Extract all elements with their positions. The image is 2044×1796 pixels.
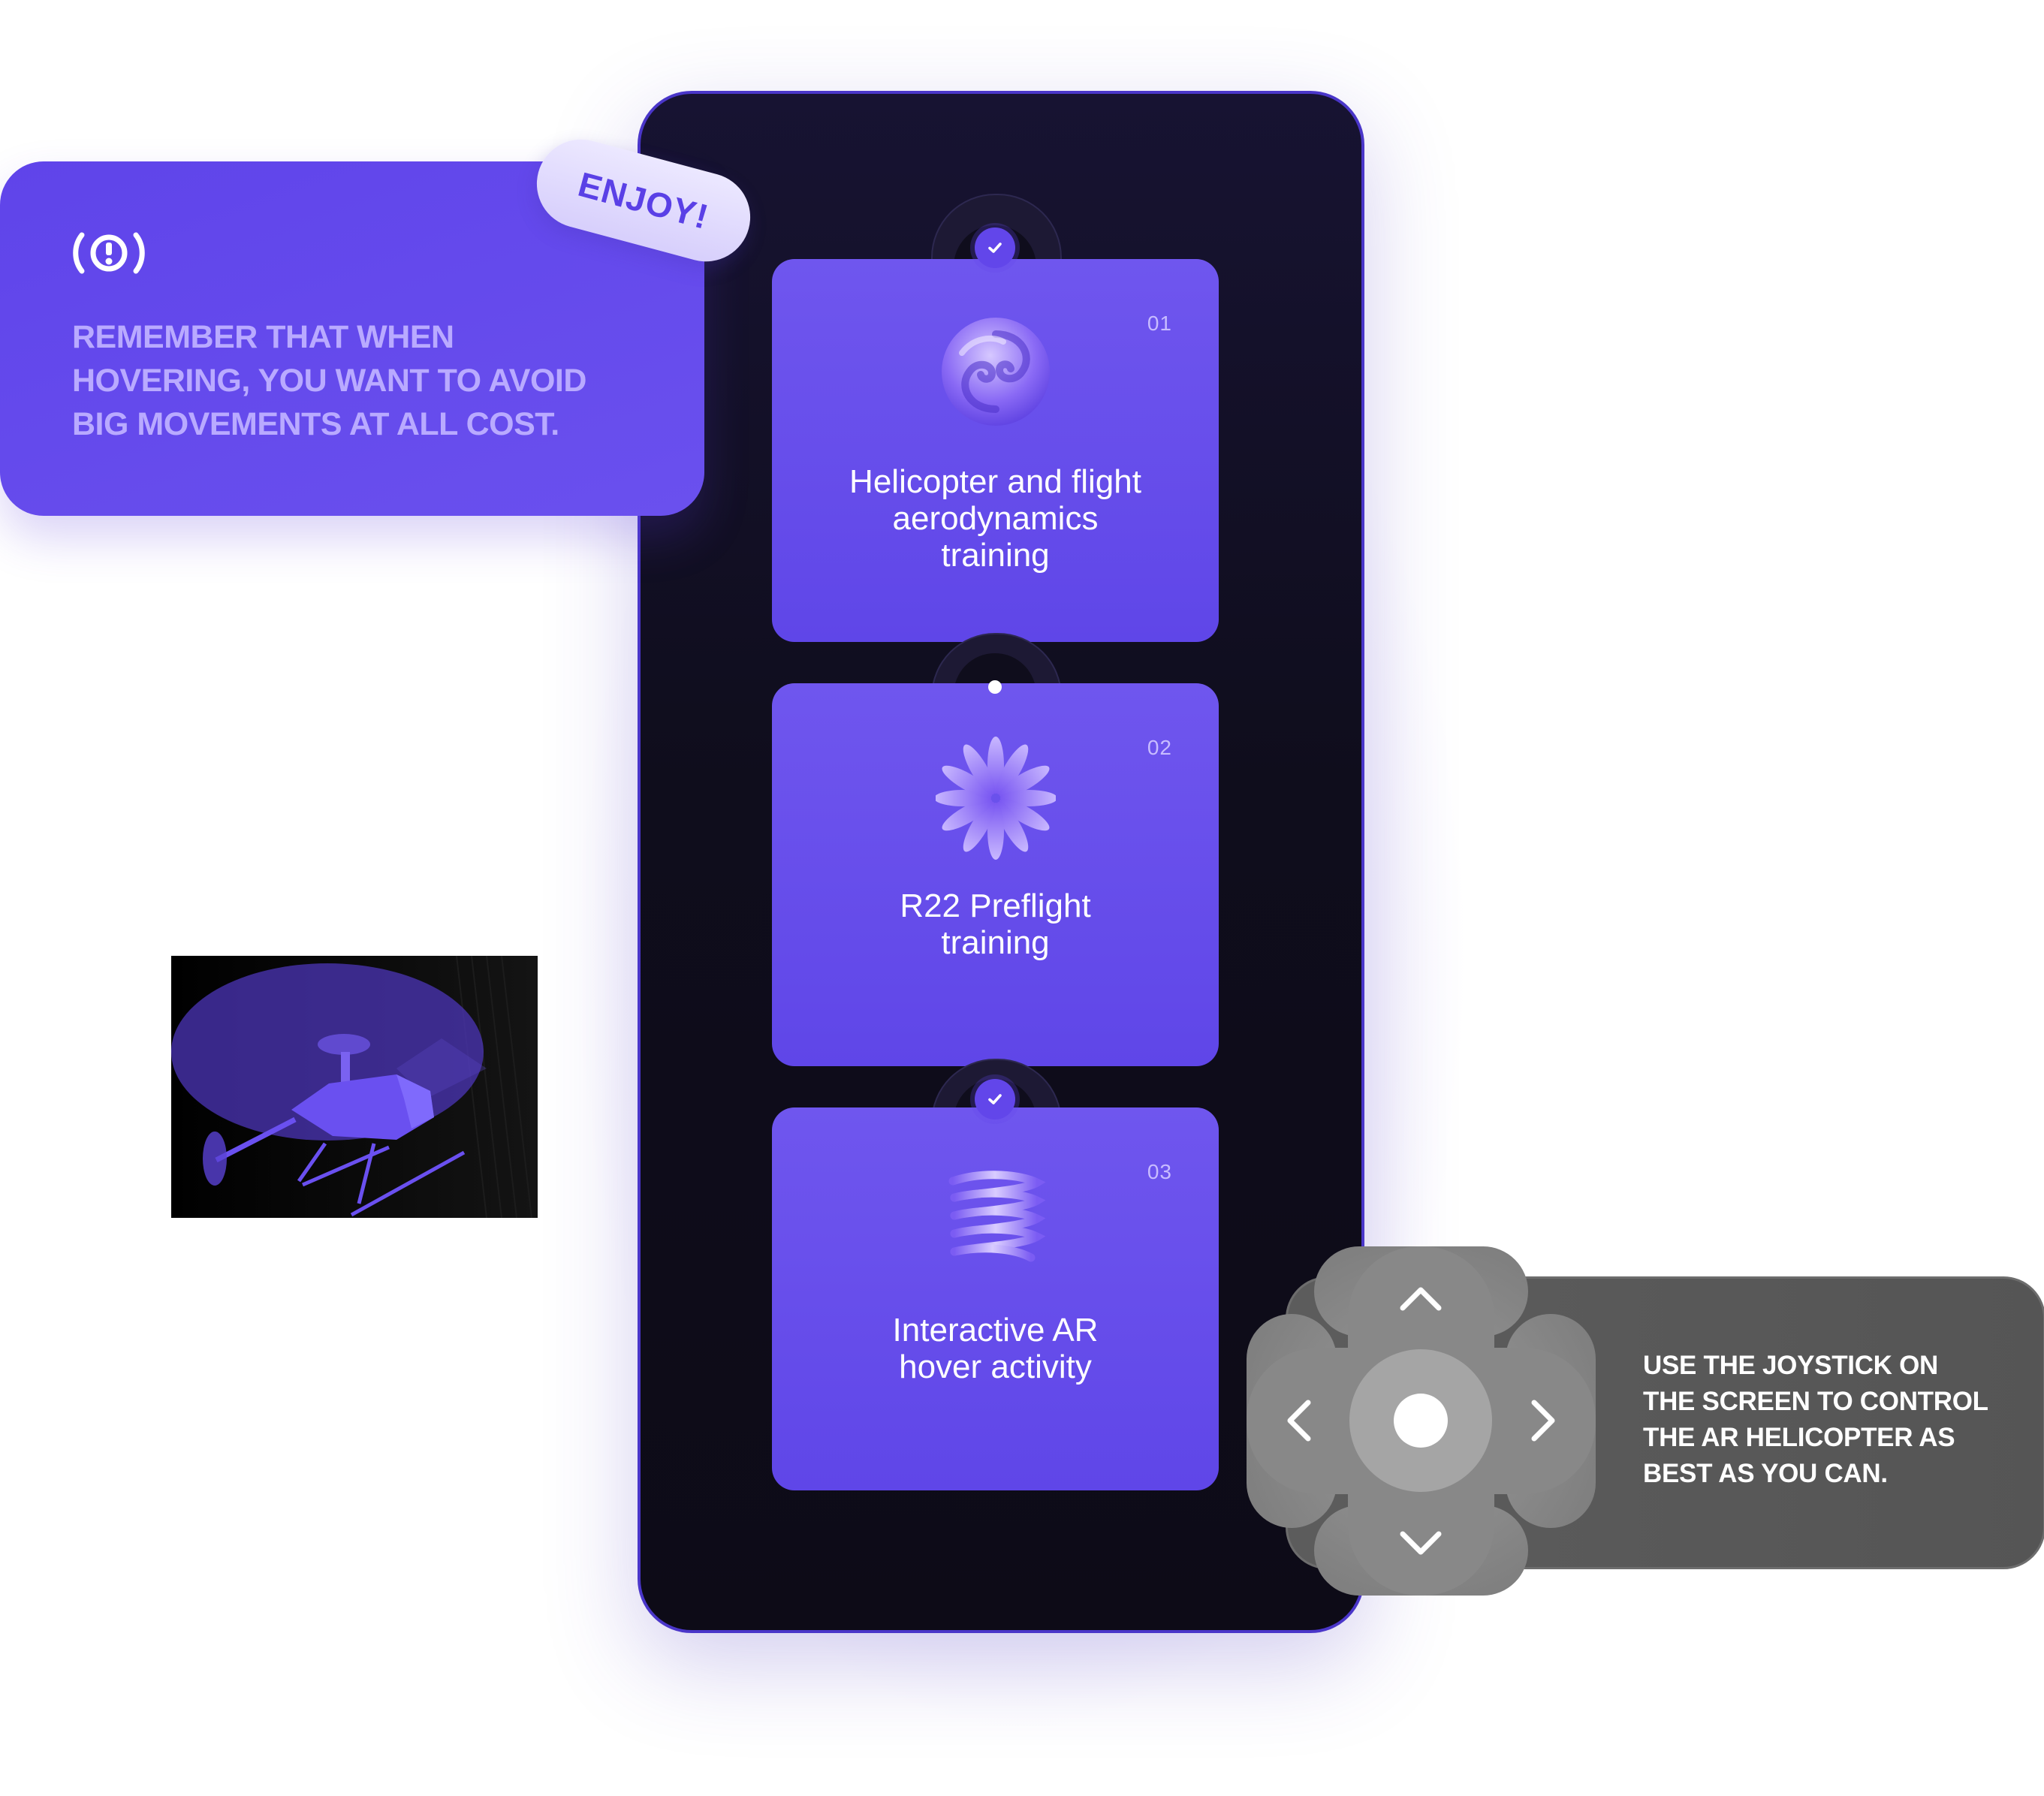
joystick-dpad[interactable] — [1247, 1246, 1596, 1596]
alert-broadcast-icon — [73, 232, 145, 274]
arrow-left-icon[interactable] — [1287, 1400, 1311, 1442]
starburst-icon — [935, 737, 1056, 860]
arrow-down-icon[interactable] — [1400, 1531, 1442, 1555]
check-icon — [975, 228, 1015, 268]
module-card-1[interactable]: 01 Helicopter and flight aerodynamics tr… — [772, 259, 1219, 642]
module-number: 02 — [1147, 736, 1172, 759]
module-title: Helicopter and flight aerodynamics train… — [849, 463, 1141, 574]
current-dot-icon — [988, 680, 1002, 694]
check-icon — [975, 1079, 1015, 1119]
module-title: R22 Preflight training — [900, 887, 1091, 961]
spring-coil-icon — [948, 1171, 1045, 1262]
module-card-2[interactable]: 02 R22 Preflight training — [772, 683, 1219, 1066]
module-number: 03 — [1147, 1160, 1172, 1183]
module-number: 01 — [1147, 312, 1172, 335]
helicopter-icon — [171, 956, 538, 1218]
joystick-instruction: USE THE JOYSTICK ON THE SCREEN TO CONTRO… — [1643, 1351, 1988, 1488]
joystick-knob[interactable] — [1394, 1394, 1448, 1448]
enjoy-badge-label: ENJOY! — [574, 164, 713, 237]
module-title: Interactive AR hover activity — [892, 1312, 1099, 1385]
arrow-right-icon[interactable] — [1531, 1400, 1555, 1442]
swirl-icon — [941, 318, 1050, 426]
arrow-up-icon[interactable] — [1400, 1287, 1442, 1311]
module-card-3[interactable]: 03 Interactive AR hover activity — [772, 1107, 1219, 1490]
helicopter-preview-image — [171, 956, 538, 1218]
tip-text: REMEMBER THAT WHEN HOVERING, YOU WANT TO… — [72, 319, 586, 442]
